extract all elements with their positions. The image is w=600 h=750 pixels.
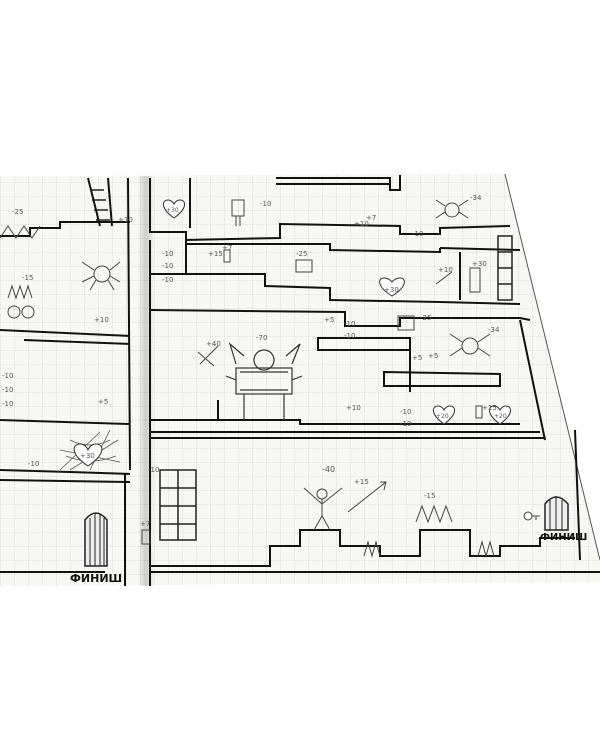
score-label: +30: [384, 286, 399, 294]
heart-icon-left: [73, 443, 103, 467]
score-label: +5: [98, 398, 108, 406]
score-label: +15: [354, 478, 369, 486]
spider-doodle-left: [81, 261, 121, 291]
score-label: -10: [344, 332, 355, 340]
score-label: -70: [256, 334, 267, 342]
score-labels: -25 +10 -15 +10 +5 -10 -10 -10 -10 +30 +…: [2, 194, 507, 528]
score-label: +30: [166, 207, 179, 214]
door-left: [84, 512, 108, 567]
spider-doodle-top-right: [435, 199, 469, 219]
score-label: +5: [324, 316, 334, 324]
score-label: +10: [354, 220, 369, 228]
spider-doodle-right: [449, 333, 491, 357]
score-label: +40: [206, 340, 221, 348]
score-label: +5: [428, 352, 438, 360]
staircase-right: [497, 235, 513, 301]
score-label: -34: [470, 194, 482, 202]
key-doodle: [523, 511, 540, 521]
arrow-doodle: [347, 481, 387, 513]
score-label: -10: [260, 200, 271, 208]
score-label: +10: [94, 316, 109, 324]
door-right: [544, 496, 569, 531]
score-label: -10: [344, 320, 355, 328]
heart-icon-bottom-b: [489, 405, 511, 425]
spikes-doodle-bottom: [363, 504, 495, 558]
score-label: +30: [80, 452, 95, 460]
sword-doodle: [197, 345, 219, 367]
score-label: +7: [222, 244, 232, 252]
score-label: -25: [296, 250, 307, 258]
small-monster-doodles: [231, 199, 481, 331]
score-label: -15: [424, 492, 435, 500]
score-label: +10: [438, 266, 453, 274]
score-label: +10: [346, 404, 361, 412]
finish-label-left: ФИНИШ: [70, 572, 122, 585]
score-label: -10: [162, 262, 173, 270]
crowd-doodle-left: [0, 225, 41, 239]
heart-icon-mid: [379, 277, 405, 297]
score-label: -15: [22, 274, 33, 282]
big-monster-doodle: [225, 342, 303, 420]
heart-icon-bottom-a: [433, 405, 455, 425]
score-label: -10: [2, 386, 13, 394]
score-label: -10: [148, 466, 159, 474]
score-label: -10: [162, 250, 173, 258]
score-label: +20: [436, 413, 449, 420]
score-label: -40: [322, 465, 335, 474]
score-label: +10: [118, 216, 133, 224]
score-label: +5: [412, 354, 422, 362]
potion-doodle: [141, 249, 483, 545]
score-label: +20: [494, 413, 507, 420]
score-label: -10: [400, 408, 411, 416]
score-label: -10: [412, 230, 423, 238]
score-label: -10: [400, 420, 411, 428]
maze-walls: [0, 175, 600, 586]
finish-label-right: ФИНИШ: [540, 532, 587, 543]
score-label: +15: [482, 404, 497, 412]
score-label: -10: [28, 460, 39, 468]
score-label: -10: [162, 276, 173, 284]
score-label: -10: [2, 400, 13, 408]
staircase-bottom: [159, 469, 197, 541]
staircase-left: [90, 189, 110, 221]
score-label: -25: [420, 314, 431, 322]
spikes-doodle-left: [7, 284, 35, 319]
score-label: +7: [140, 520, 150, 528]
score-label: +15: [208, 250, 223, 258]
score-label: +30: [472, 260, 487, 268]
score-label: -10: [2, 372, 13, 380]
score-label: +7: [366, 214, 376, 222]
knight-doodle: [303, 487, 343, 531]
score-label: -34: [488, 326, 500, 334]
heart-icon-top: [163, 199, 185, 219]
score-label: -25: [12, 208, 23, 216]
